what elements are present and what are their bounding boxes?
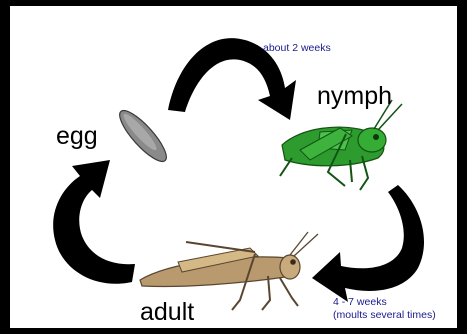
stage-label-egg: egg: [56, 122, 98, 151]
grasshopper-egg-icon: [113, 105, 172, 167]
duration-nymph-to-adult-line2: (moults several times): [333, 309, 436, 322]
grasshopper-nymph-icon: [280, 100, 402, 190]
duration-egg-to-nymph: about 2 weeks: [263, 42, 331, 55]
arrow-nymph-to-adult: [312, 185, 424, 302]
stage-label-adult: adult: [140, 298, 194, 327]
duration-nymph-to-adult-line1: 4 - 7 weeks: [333, 296, 387, 309]
arrow-adult-to-egg: [53, 160, 135, 284]
stage-label-nymph: nymph: [317, 82, 392, 111]
